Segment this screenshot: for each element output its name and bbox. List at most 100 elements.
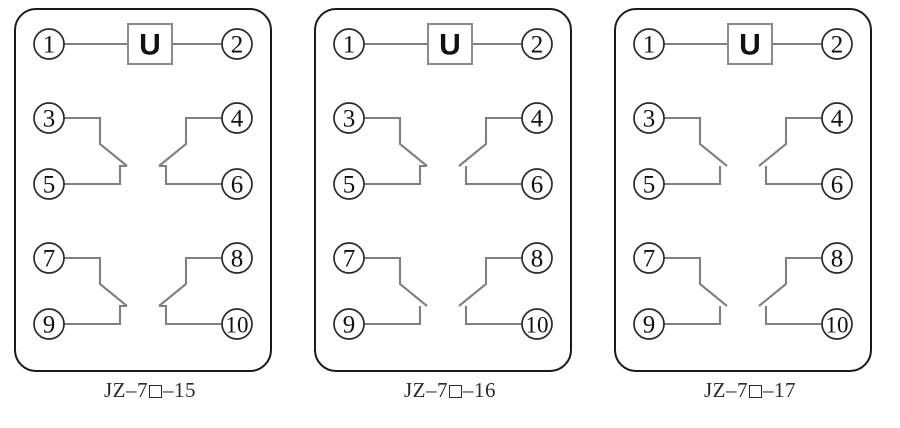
contact-branch-arm-right (764, 166, 822, 186)
terminal-circle (221, 28, 253, 60)
contact-branch-arm-left (664, 306, 722, 326)
terminal-circle (333, 308, 365, 340)
coil-box (727, 23, 773, 65)
panel-caption: JZ–7 –17 (600, 378, 900, 403)
terminal-circle (33, 28, 65, 60)
caption-suffix: –16 (463, 378, 496, 402)
terminal-circle (633, 308, 665, 340)
contact-branch-arm-right (764, 306, 822, 326)
contact-common-arm-right (458, 256, 522, 307)
terminal-label: 10 (226, 313, 249, 338)
contact-common-arm-left (64, 256, 128, 307)
terminal-label: 2 (831, 32, 844, 59)
terminal-label: 7 (343, 246, 356, 273)
terminal-circle (821, 242, 853, 274)
terminal-label: 4 (831, 106, 844, 133)
terminal-label: 1 (643, 32, 656, 59)
contact-common-arm-right (458, 116, 522, 167)
caption-placeholder-box (149, 385, 162, 398)
terminal-circle (521, 242, 553, 274)
terminal-label: 8 (231, 246, 244, 273)
terminal-label: 2 (231, 32, 244, 59)
terminal-label: 1 (43, 32, 56, 59)
terminal-circle (333, 168, 365, 200)
terminal-label: 4 (531, 106, 544, 133)
contact-branch-arm-right (464, 166, 522, 186)
terminal-circle (33, 242, 65, 274)
terminal-label: 5 (43, 172, 56, 199)
terminal-circle (221, 242, 253, 274)
coil-box (427, 23, 473, 65)
contact-common-arm-left (664, 256, 728, 307)
contact-branch-arm-left (364, 164, 427, 186)
terminal-circle (333, 102, 365, 134)
terminal-label: 10 (826, 313, 849, 338)
coil-box (127, 23, 173, 65)
terminal-circle (333, 242, 365, 274)
terminal-circle (521, 308, 553, 340)
contact-common-arm-left (364, 116, 428, 167)
caption-placeholder-box (449, 385, 462, 398)
terminal-circle (33, 168, 65, 200)
terminal-circle (633, 102, 665, 134)
terminal-label: 7 (643, 246, 656, 273)
terminal-circle (821, 168, 853, 200)
terminal-circle (821, 28, 853, 60)
coil-symbol-label: U (739, 29, 761, 62)
terminal-label: 5 (643, 172, 656, 199)
contact-branch-arm-right (159, 304, 222, 326)
terminal-label: 7 (43, 246, 56, 273)
terminal-circle (221, 308, 253, 340)
terminal-circle (821, 102, 853, 134)
terminal-label: 3 (643, 106, 656, 133)
contact-branch-arm-right (159, 164, 222, 186)
coil-symbol-label: U (139, 29, 161, 62)
contact-branch-arm-right (464, 306, 522, 326)
terminal-circle (521, 28, 553, 60)
terminal-label: 6 (531, 172, 544, 199)
terminal-circle (821, 308, 853, 340)
panel-caption: JZ–7 –16 (300, 378, 600, 403)
caption-prefix: JZ–7 (104, 378, 148, 402)
terminal-label: 3 (343, 106, 356, 133)
terminal-label: 2 (531, 32, 544, 59)
terminal-label: 9 (43, 312, 56, 339)
coil-symbol-label: U (439, 29, 461, 62)
contact-common-arm-left (664, 116, 728, 167)
terminal-label: 9 (643, 312, 656, 339)
contact-common-arm-left (364, 256, 428, 307)
panel-caption: JZ–7 –15 (0, 378, 300, 403)
caption-suffix: –17 (763, 378, 796, 402)
terminal-label: 6 (831, 172, 844, 199)
caption-prefix: JZ–7 (404, 378, 448, 402)
contact-branch-arm-left (664, 166, 722, 186)
terminal-label: 4 (231, 106, 244, 133)
contact-branch-arm-left (64, 304, 127, 326)
contact-common-arm-right (758, 256, 822, 307)
terminal-label: 8 (831, 246, 844, 273)
terminal-circle (521, 102, 553, 134)
caption-placeholder-box (749, 385, 762, 398)
relay-schematic: U 1 2 3 5 4 6 7 9 8 10 (633, 23, 853, 340)
terminal-circle (221, 102, 253, 134)
terminal-label: 1 (343, 32, 356, 59)
contact-branch-arm-left (364, 306, 422, 326)
terminal-circle (633, 242, 665, 274)
terminal-circle (333, 28, 365, 60)
terminal-circle (221, 168, 253, 200)
contact-branch-arm-left (64, 164, 127, 186)
caption-prefix: JZ–7 (704, 378, 748, 402)
contact-common-arm-left (64, 116, 128, 167)
terminal-circle (521, 168, 553, 200)
terminal-circle (33, 102, 65, 134)
contact-common-arm-right (758, 116, 822, 167)
caption-suffix: –15 (163, 378, 196, 402)
terminal-circle (33, 308, 65, 340)
terminal-circle (633, 28, 665, 60)
